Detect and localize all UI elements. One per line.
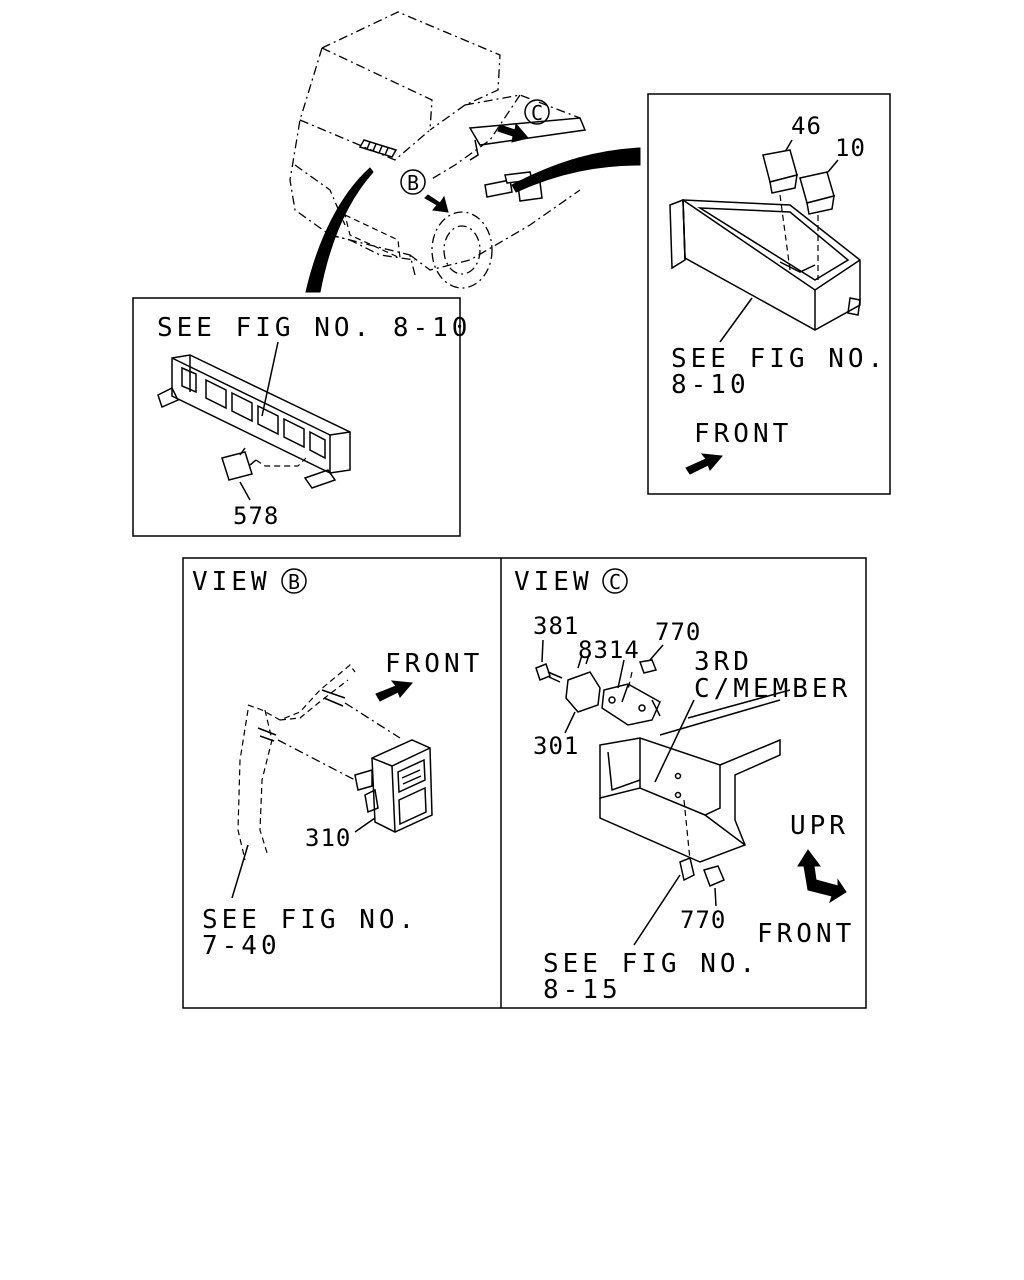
callout-c-letter: C <box>531 101 543 125</box>
bracket-8314 <box>601 683 661 726</box>
relay-box-ref-line1: SEE FIG NO. <box>671 344 887 374</box>
inset-relay-bracket: SEE FIG NO. 8-10 578 <box>132 297 471 537</box>
view-b-ref-line2: 7-40 <box>202 931 281 961</box>
bracket-ref-text: SEE FIG NO. 8-10 <box>157 313 471 343</box>
callout-b-letter: B <box>407 171 419 195</box>
view-b-ref-line1: SEE FIG NO. <box>202 905 418 935</box>
relay-578 <box>221 447 257 481</box>
view-b: VIEW B FRONT 310 SEE FIG NO. 7-40 <box>192 567 483 961</box>
relay-bracket <box>157 354 351 489</box>
member-label-line1: 3RD <box>694 647 753 677</box>
relay-46 <box>762 149 798 194</box>
truck-cab-overview: B C <box>289 11 641 293</box>
relay-box-ref-line2: 8-10 <box>671 370 750 400</box>
view-c-ref-line1: SEE FIG NO. <box>543 949 759 979</box>
views-frame <box>182 557 867 1009</box>
view-b-front-label: FRONT <box>385 649 483 679</box>
part-number-578: 578 <box>233 502 279 530</box>
part-number-381: 381 <box>533 612 579 640</box>
upr-front-arrow-icon <box>797 849 847 904</box>
controller-310 <box>354 739 433 833</box>
relay-10 <box>799 171 835 215</box>
view-c-letter: C <box>609 570 621 594</box>
part-number-46: 46 <box>791 112 822 140</box>
view-c-ref-line2: 8-15 <box>543 975 622 1005</box>
front-arrow-icon <box>685 453 724 475</box>
view-c-title: VIEW <box>514 567 593 597</box>
view-b-title: VIEW <box>192 567 271 597</box>
sensor-301 <box>565 651 601 713</box>
view-c: VIEW C 381 8314 770 301 3RD C/MEMBER <box>514 567 855 1005</box>
part-number-301: 301 <box>533 732 579 760</box>
view-c-front-label: FRONT <box>757 919 855 949</box>
front-arrow-icon <box>375 680 414 702</box>
part-number-770-top: 770 <box>655 618 701 646</box>
bolt-381 <box>535 663 563 683</box>
part-number-310: 310 <box>305 824 351 852</box>
inset-relay-box: 46 10 SEE FIG NO. 8-10 FRONT <box>647 93 891 495</box>
nut-770-top <box>638 659 658 674</box>
relay-box <box>669 198 861 331</box>
part-number-10: 10 <box>835 134 866 162</box>
third-crossmember <box>599 737 781 863</box>
view-b-letter: B <box>288 570 300 594</box>
view-c-upr-label: UPR <box>790 811 849 841</box>
relay-box-front-label: FRONT <box>694 419 792 449</box>
part-number-770-bottom: 770 <box>680 906 726 934</box>
member-label-line2: C/MEMBER <box>694 674 851 704</box>
nut-770-bottom <box>679 856 725 887</box>
